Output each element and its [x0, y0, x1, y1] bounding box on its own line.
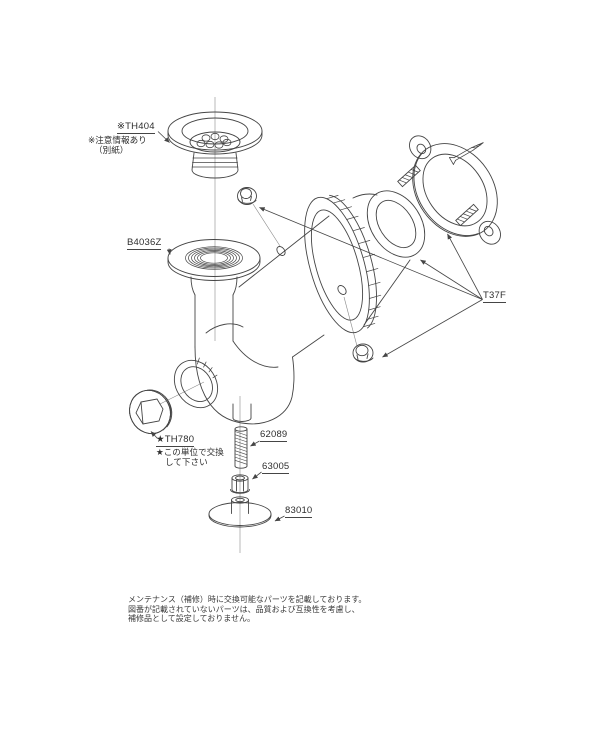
leader-t37f-3	[382, 299, 483, 358]
part-label-62089: 62089	[260, 429, 288, 442]
footer-note-line-1: メンテナンス（補修）時に交換可能なパーツを記載しております。	[128, 595, 367, 604]
footer-note: メンテナンス（補修）時に交換可能なパーツを記載しております。 図番が記載されてい…	[128, 595, 366, 624]
caution-note: ※注意情報あり （別紙）	[88, 135, 147, 155]
leader-62089	[250, 440, 260, 447]
leader-th780	[150, 431, 158, 439]
cleanout-port	[173, 357, 219, 409]
part-label-th780: ★TH780	[156, 434, 195, 447]
mounting-stud-lower	[455, 203, 479, 227]
part-label-th404: ※TH404	[117, 121, 155, 134]
base-plate-drawing	[208, 496, 272, 528]
leader-th404	[157, 131, 170, 143]
footer-note-line-2: 図番が記載されていないパーツは、品質および互換性を考慮し、	[128, 604, 360, 614]
flange-bolt-lower	[352, 343, 374, 363]
leader-83010	[274, 515, 285, 522]
trap-body-drawing	[173, 193, 411, 425]
strainer-drawing	[167, 111, 263, 179]
mounting-stud-upper	[397, 164, 421, 188]
leader-t37f-2	[420, 259, 483, 300]
flange-adapter-drawing	[167, 239, 261, 348]
leader-t37f-4	[259, 207, 483, 300]
part-label-63005: 63005	[262, 461, 290, 474]
leader-lines	[150, 131, 483, 522]
footer-note-line-3: 補修品として設定しておりません。	[128, 614, 256, 624]
pipe-outlet-end	[366, 190, 426, 258]
slip-joint-flange	[304, 194, 382, 334]
wood-screw	[449, 142, 484, 165]
leader-63005	[252, 471, 262, 480]
cleanout-cap-drawing	[129, 389, 173, 435]
replace-unit-note: ★この単位で交換 して下さい	[156, 447, 224, 467]
leader-b4036z	[166, 248, 172, 255]
nut-drawing	[230, 474, 250, 494]
part-label-b4036z: B4036Z	[127, 237, 162, 250]
wall-flange-drawing	[409, 135, 501, 245]
part-label-83010: 83010	[285, 505, 313, 518]
hanger-rod-drawing	[234, 426, 248, 469]
flange-bolt-top	[237, 187, 257, 205]
part-label-t37f: T37F	[483, 290, 506, 303]
centerlines	[159, 97, 358, 553]
leader-t37f-1	[447, 233, 483, 300]
